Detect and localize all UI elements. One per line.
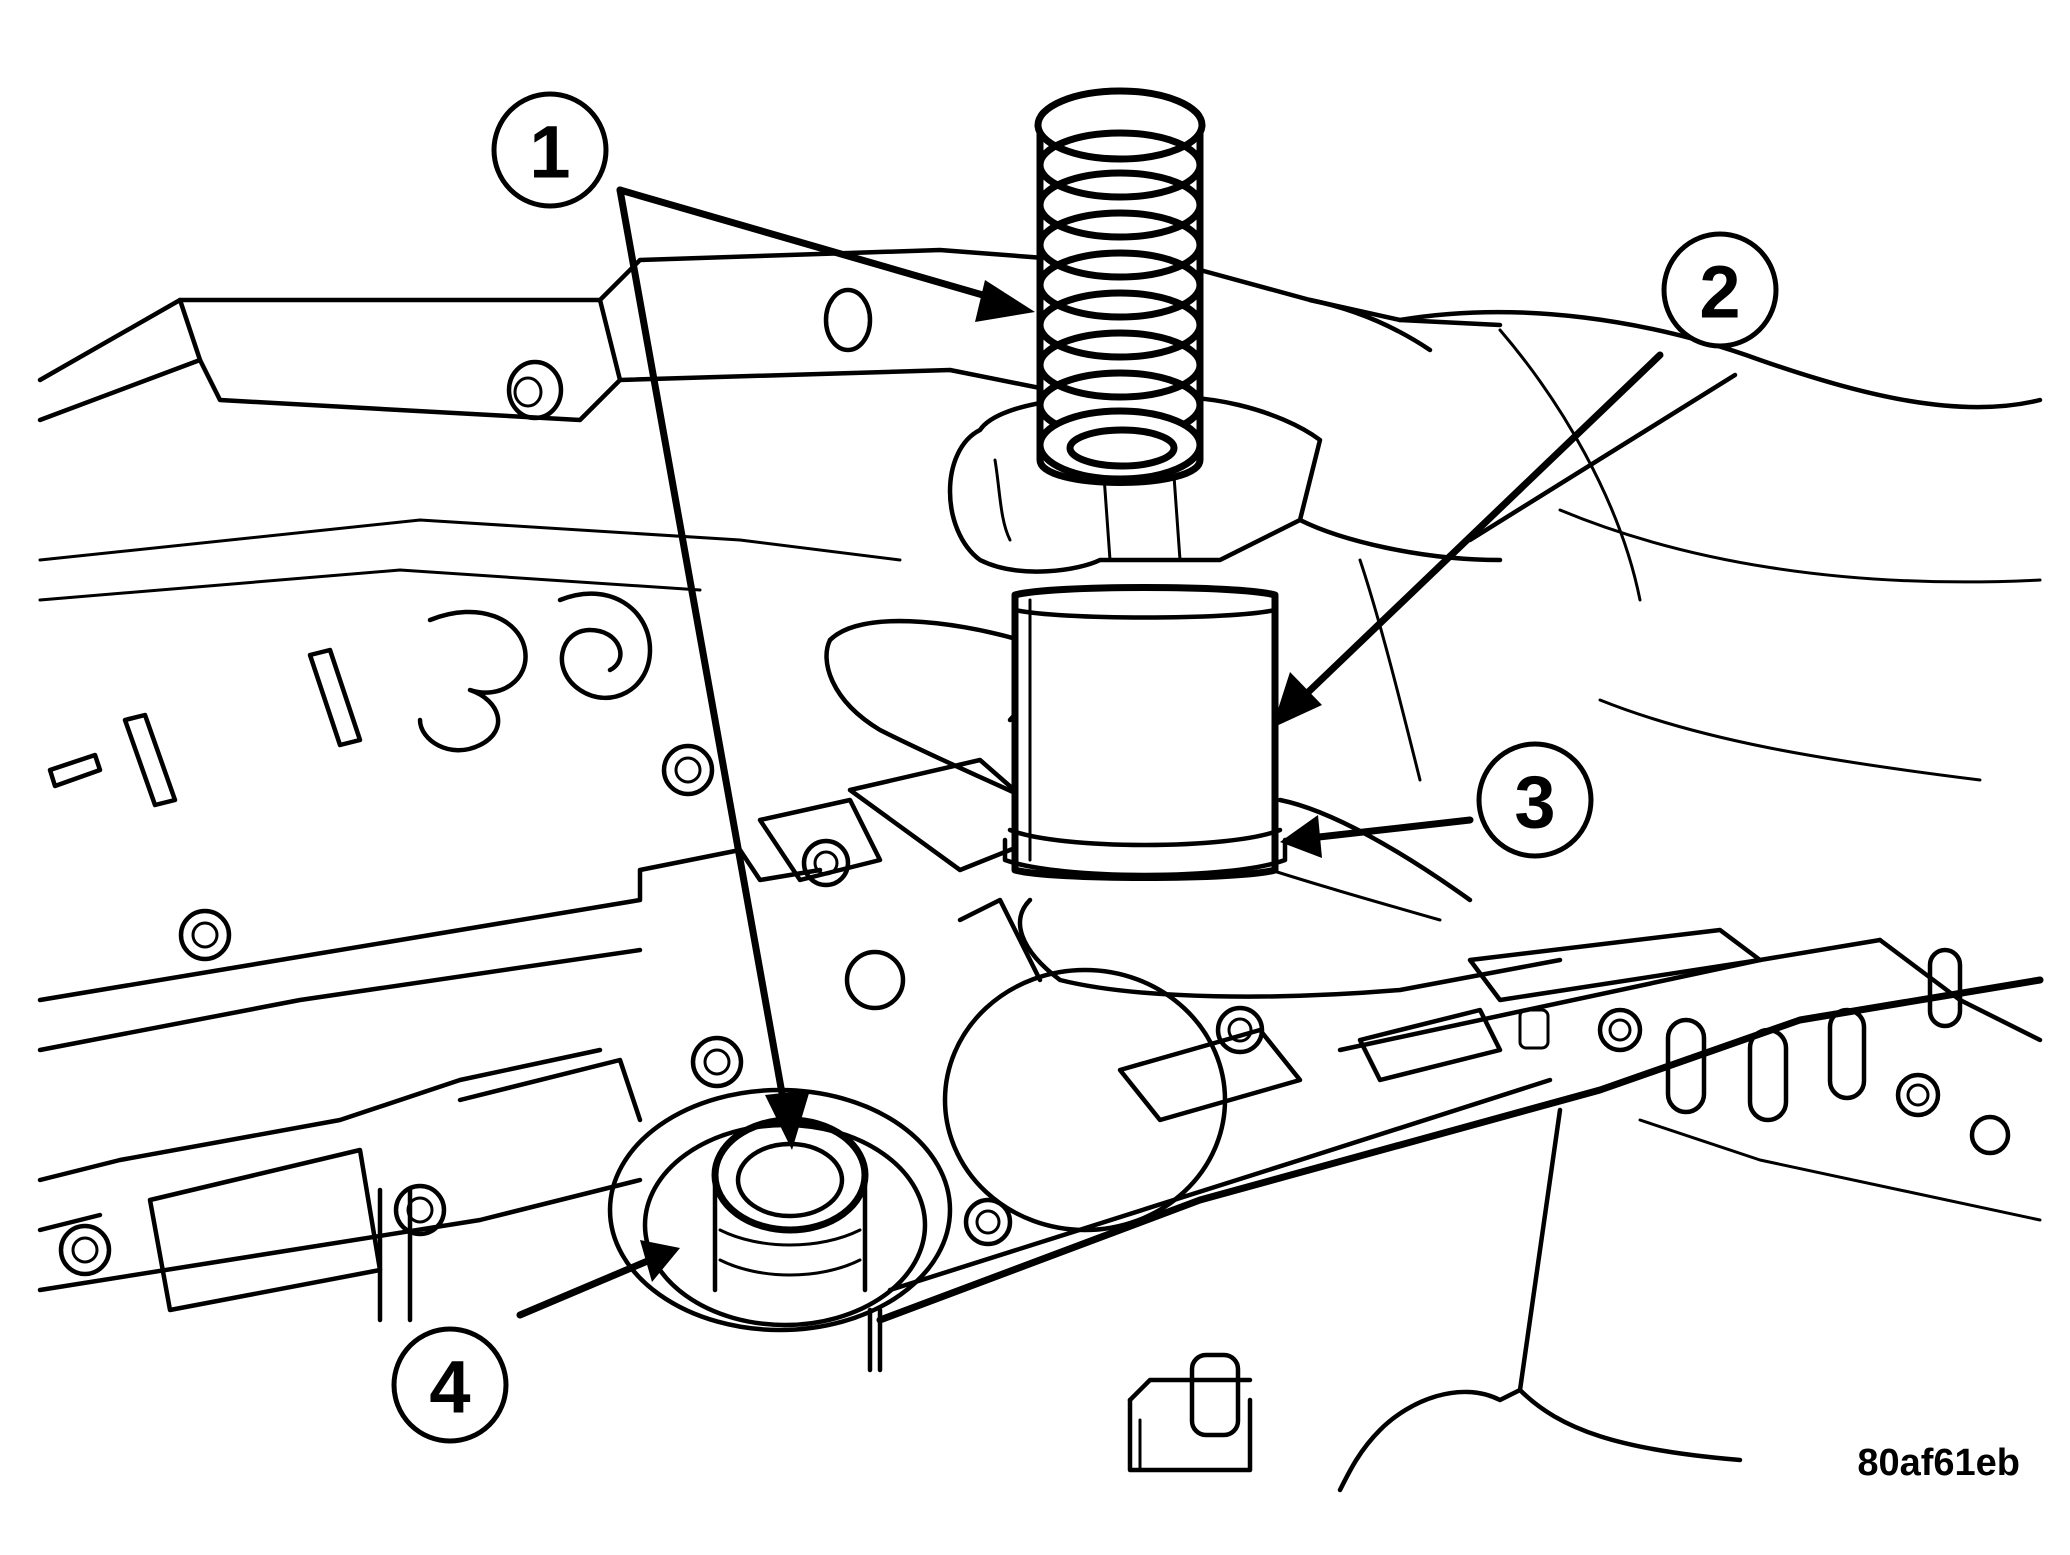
callout-4-label: 4 <box>429 1346 470 1429</box>
servo-piston <box>1002 584 1288 881</box>
leader-arrows <box>516 186 1738 1319</box>
upper-casting <box>37 247 2043 782</box>
figure-id-label: 80af61eb <box>1857 1442 2020 1484</box>
casting-marks <box>47 591 653 808</box>
callout-1: 1 <box>491 91 609 209</box>
bolt-holes <box>58 743 2011 1277</box>
callout-2-label: 2 <box>1699 251 1740 334</box>
callout-1-label: 1 <box>529 111 570 194</box>
servo-spring <box>1034 87 1206 486</box>
callout-3: 3 <box>1476 741 1594 859</box>
callout-2: 2 <box>1661 231 1779 349</box>
callout-4: 4 <box>391 1326 509 1444</box>
callout-3-label: 3 <box>1514 761 1555 844</box>
